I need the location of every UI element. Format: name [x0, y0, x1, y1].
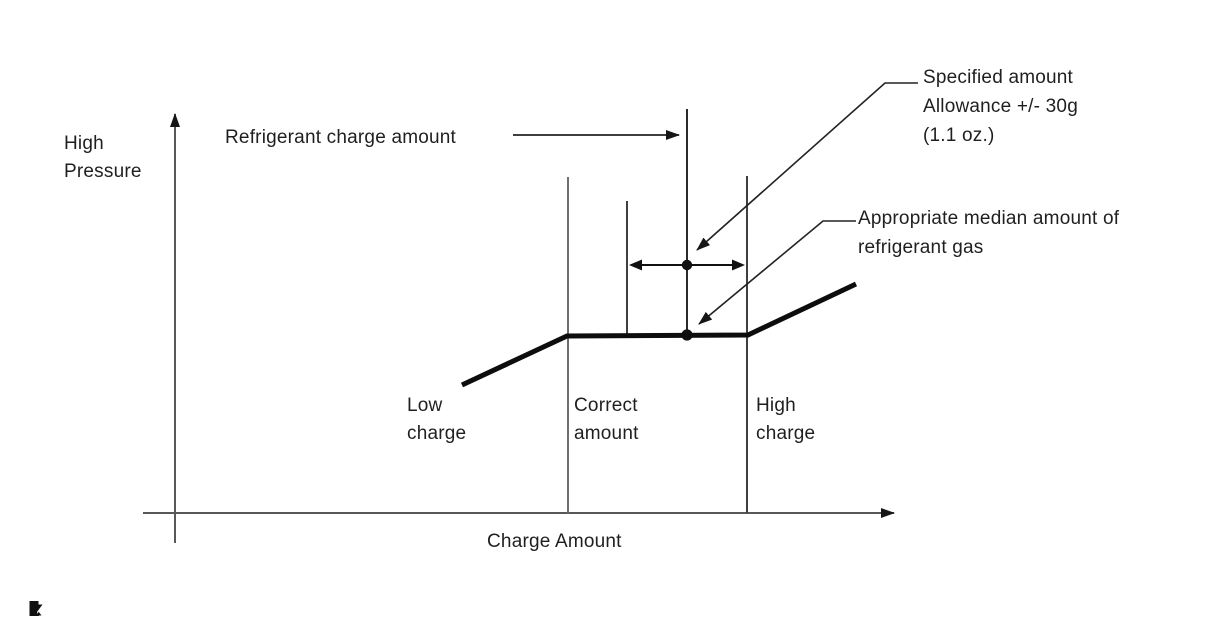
- correct-amount-line1: Correct: [574, 395, 638, 416]
- high-charge-line1: High: [756, 395, 796, 416]
- y-axis-label-line1: High: [64, 133, 104, 154]
- specified-amount-callout: Specified amount Allowance +/- 30g (1.1 …: [923, 63, 1078, 150]
- specified-amount-line2: Allowance +/- 30g: [923, 96, 1078, 117]
- tolerance-arrowhead-right: [732, 259, 745, 271]
- y-axis-label-line2: Pressure: [64, 161, 142, 182]
- pressure-curve: [460, 281, 858, 388]
- median-amount-line1: Appropriate median amount of: [858, 208, 1120, 229]
- media-placeholder-icon: [29, 601, 43, 616]
- low-charge-line1: Low: [407, 395, 443, 416]
- y-axis-label: High Pressure: [64, 130, 142, 186]
- region-label-correct-amount: Correct amount: [574, 392, 639, 448]
- tolerance-arrowhead-left: [629, 259, 642, 271]
- median-amount-leader: [698, 220, 856, 325]
- low-charge-line2: charge: [407, 423, 467, 444]
- specified-amount-line3: (1.1 oz.): [923, 125, 995, 146]
- pointer-label: Refrigerant charge amount: [225, 127, 457, 148]
- high-charge-line2: charge: [756, 423, 816, 444]
- correct-amount-line2: amount: [574, 423, 639, 444]
- specified-amount-leader: [696, 82, 918, 251]
- region-label-low-charge: Low charge: [407, 392, 466, 448]
- specified-amount-dot: [681, 259, 693, 271]
- region-label-high-charge: High charge: [756, 392, 815, 448]
- median-amount-callout: Appropriate median amount of refrigerant…: [858, 204, 1119, 262]
- median-amount-line2: refrigerant gas: [858, 237, 984, 258]
- specified-amount-line1: Specified amount: [923, 67, 1074, 88]
- x-axis-label: Charge Amount: [487, 531, 622, 552]
